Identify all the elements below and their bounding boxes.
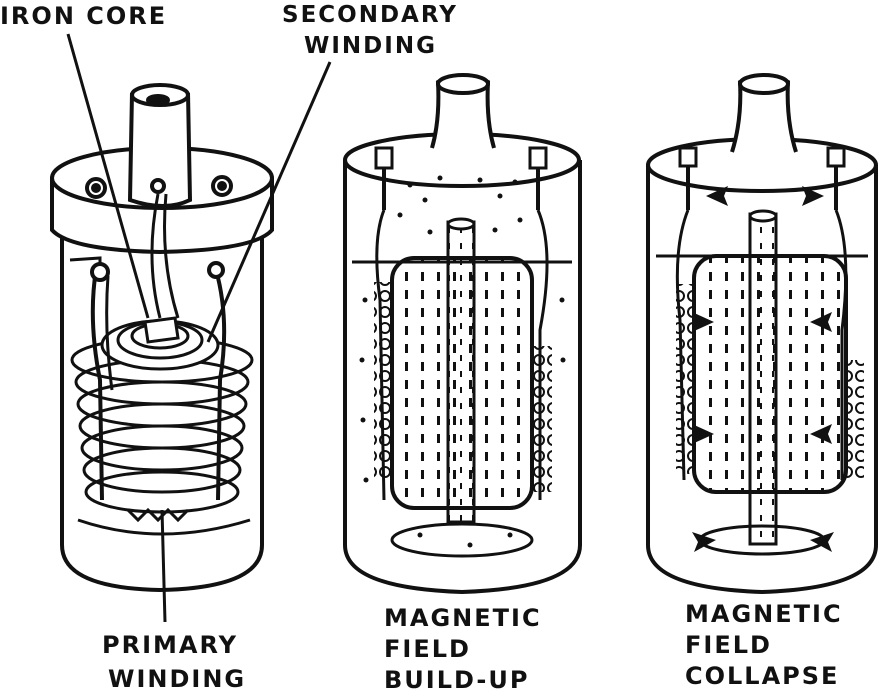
label-secondary-line1: SECONDARY [282, 2, 458, 28]
label-collapse-line2: FIELD [685, 631, 772, 659]
label-iron-core: IRON CORE [0, 2, 168, 30]
label-buildup-line2: FIELD [384, 635, 471, 663]
label-field-collapse: MAGNETIC FIELD COLLAPSE [685, 599, 843, 692]
label-primary-winding: PRIMARY WINDING [102, 628, 246, 696]
label-buildup-line1: MAGNETIC [384, 604, 542, 632]
coil-cutaway [50, 83, 274, 593]
coil-field-collapse [646, 73, 878, 595]
secondary-winding-leader [206, 61, 332, 343]
label-primary-line1: PRIMARY [102, 631, 239, 659]
label-collapse-line3: COLLAPSE [685, 662, 840, 690]
label-buildup-line3: BUILD-UP [384, 666, 530, 694]
label-collapse-line1: MAGNETIC [685, 600, 843, 628]
leader-lines [66, 33, 332, 623]
iron-core-leader [66, 33, 150, 319]
primary-winding-leader [160, 509, 167, 623]
coil-field-buildup [343, 73, 582, 595]
label-secondary-winding: SECONDARY WINDING [282, 0, 458, 62]
label-field-buildup: MAGNETIC FIELD BUILD-UP [384, 603, 542, 696]
label-secondary-line2: WINDING [304, 33, 437, 59]
label-primary-line2: WINDING [108, 665, 247, 693]
